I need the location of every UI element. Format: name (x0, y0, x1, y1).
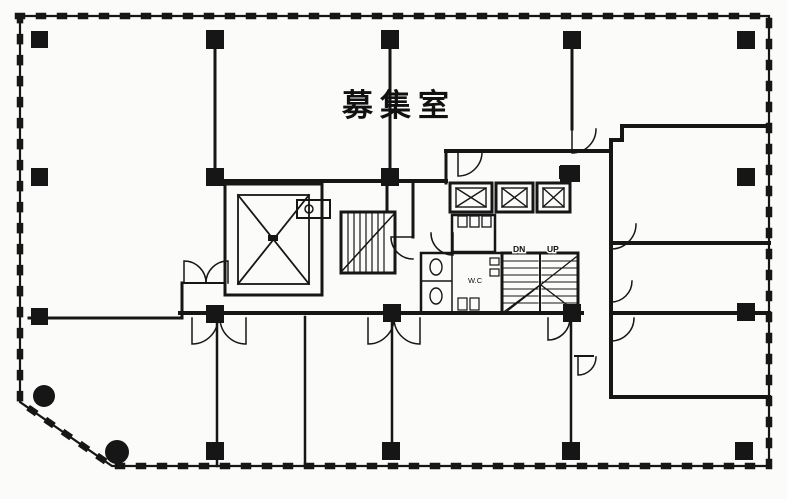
toilet-block: W.C (419, 251, 504, 315)
door-swing (390, 236, 414, 260)
column (31, 168, 48, 186)
elevator (448, 181, 494, 214)
elevator-bank (448, 181, 572, 214)
kitchenette (450, 213, 497, 254)
elevator (535, 181, 572, 214)
shaft-center-mark (268, 235, 278, 241)
column (563, 31, 581, 49)
column (31, 31, 48, 48)
elevator (494, 181, 535, 214)
room-title: 募集室 (341, 88, 456, 123)
column (206, 442, 224, 460)
stair-main: DN UP (500, 243, 580, 315)
column (737, 168, 755, 186)
shaft-box (223, 182, 324, 297)
stair-down-label: DN (513, 244, 525, 254)
round-column (33, 385, 55, 407)
round-column (105, 440, 129, 464)
duct-shaft (559, 166, 579, 179)
door-swing (577, 356, 597, 376)
column (206, 30, 224, 49)
door-swing (571, 128, 597, 154)
stair-secondary (339, 210, 397, 275)
door-swing (610, 317, 635, 342)
column (382, 442, 400, 460)
door-swing (610, 280, 633, 303)
door-swing (191, 317, 219, 345)
door-swing (610, 223, 637, 250)
toilet-label: W.C (468, 276, 483, 285)
door-swing (183, 260, 207, 284)
door-swing (457, 151, 483, 177)
stair-up-label: UP (547, 244, 559, 254)
door-swing (219, 317, 247, 345)
door-swings (183, 128, 637, 376)
column-grid (31, 30, 755, 464)
column (381, 30, 399, 49)
column (381, 168, 399, 186)
service-box (296, 199, 331, 219)
door-swing (205, 260, 229, 284)
window-mullion-ticks (16, 12, 773, 470)
door-swing (430, 232, 454, 256)
column (735, 442, 753, 460)
column (737, 31, 755, 49)
door-swing (547, 317, 571, 341)
column (206, 168, 224, 186)
outer-wall (16, 12, 773, 470)
door-swing (393, 317, 421, 345)
column (562, 442, 580, 460)
